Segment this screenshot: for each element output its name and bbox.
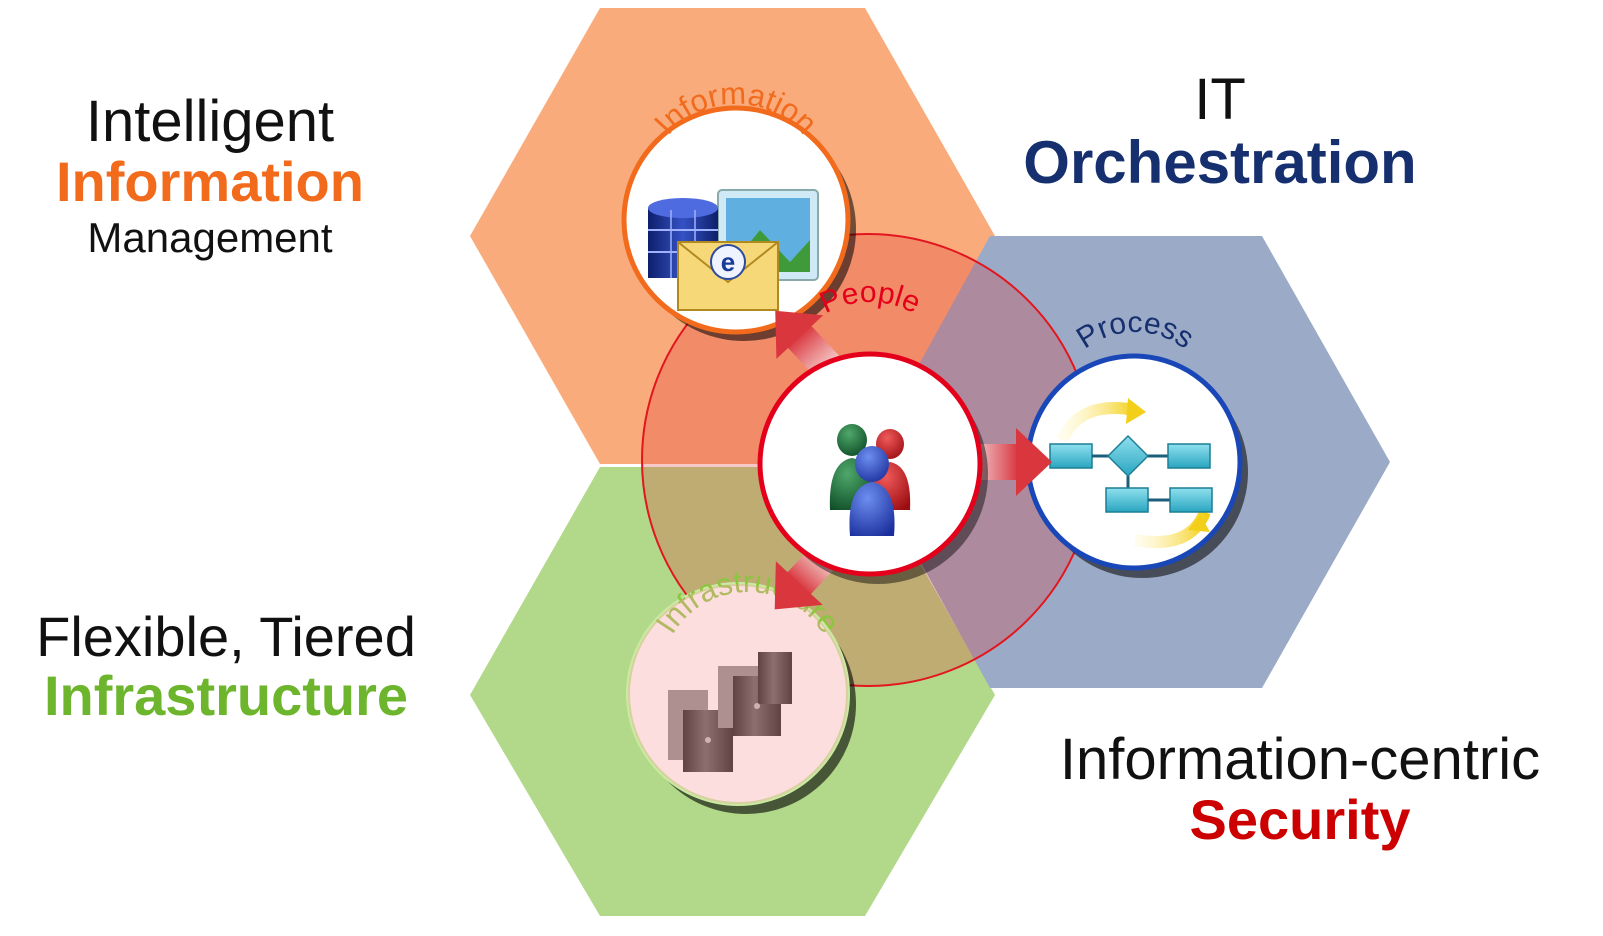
fti-line2: Infrastructure — [43, 663, 409, 727]
orchestration-label: IT Orchestration — [1000, 67, 1440, 196]
fti-line1: Flexible, Tiered — [36, 605, 416, 668]
iim-line3: Management — [87, 213, 333, 261]
information-node: Information e — [621, 76, 856, 341]
ics-line1: Information-centric — [1059, 727, 1541, 792]
ito-line1: IT — [1194, 67, 1246, 132]
infrastructure-label: Flexible, Tiered Infrastructure — [6, 605, 446, 727]
svg-text:e: e — [721, 247, 735, 277]
iim-line1: Intelligent — [85, 89, 335, 154]
iim-line2: Information — [56, 149, 364, 213]
infrastructure-node: Infrastructure — [626, 564, 856, 814]
people-node: People — [757, 276, 988, 584]
people-group-icon — [829, 424, 911, 536]
security-label: Information-centric Security — [1030, 727, 1570, 851]
database-email-image-icon: e — [648, 189, 819, 311]
process-node: Process — [1025, 306, 1248, 578]
information-management-label: Intelligent Information Management — [20, 89, 400, 261]
ito-line2: Orchestration — [1023, 128, 1417, 196]
server-rack-icon — [668, 652, 792, 772]
ics-line2: Security — [1189, 787, 1411, 851]
flowchart-icon — [1049, 398, 1213, 549]
